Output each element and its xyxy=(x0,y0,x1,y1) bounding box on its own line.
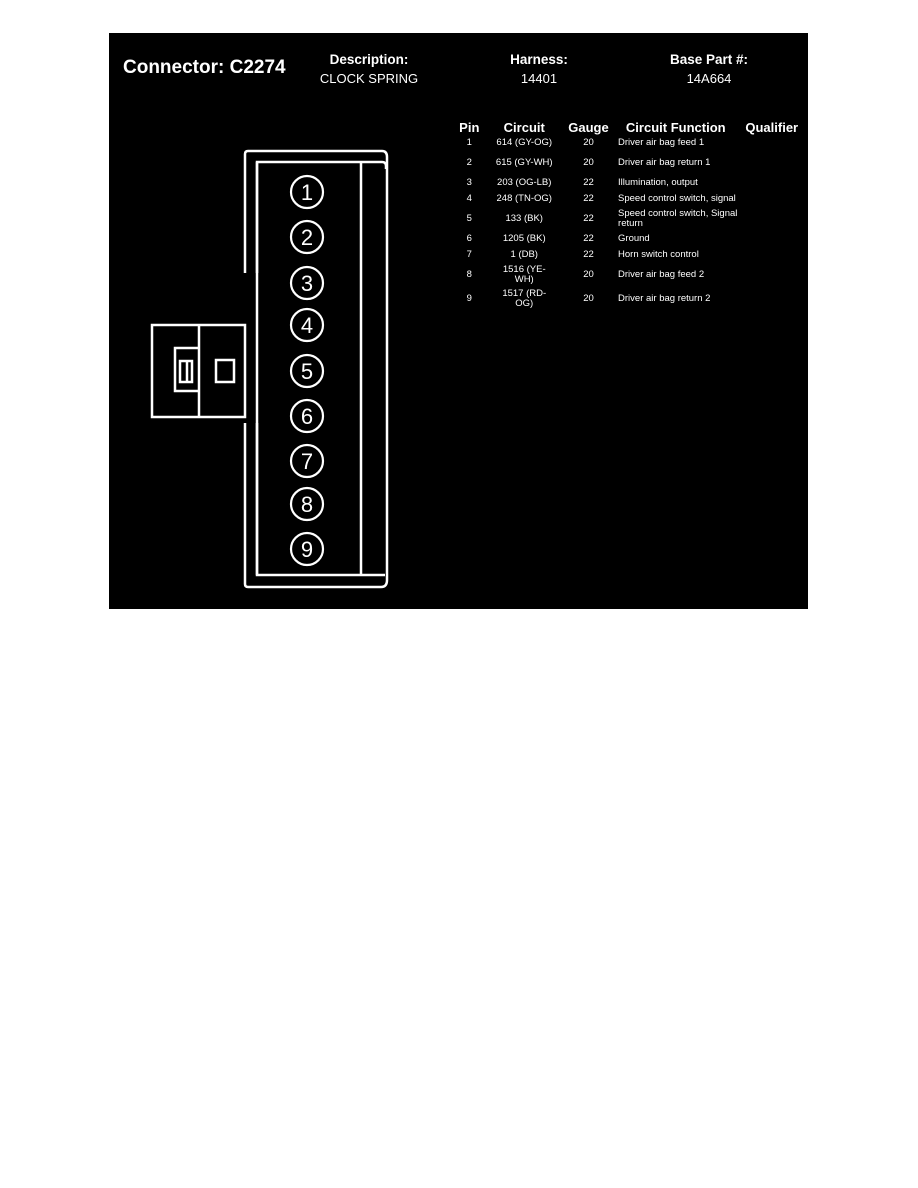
housing-outer-outline xyxy=(243,149,389,589)
pin-label-1: 1 xyxy=(301,180,313,205)
circuit-cell: 1 (DB) xyxy=(510,249,538,260)
function-cell: Speed control switch, Signal return xyxy=(618,208,738,229)
pin-label-8: 8 xyxy=(301,492,313,517)
table-header-row: Pin Circuit Gauge Circuit Function Quali… xyxy=(457,119,802,135)
circuit-cell: 615 (GY-WH) xyxy=(495,157,553,168)
function-cell: Ground xyxy=(618,233,650,244)
pin-circle-9 xyxy=(289,531,325,567)
pin-circle-1 xyxy=(289,174,325,210)
pin-label-3: 3 xyxy=(301,271,313,296)
gauge-cell: 20 xyxy=(583,269,594,280)
function-cell: Driver air bag return 1 xyxy=(618,157,711,168)
base-part-label: Base Part #: xyxy=(669,52,749,67)
pin-cavities xyxy=(289,174,325,567)
pin-cell: 8 xyxy=(466,269,472,280)
table-row: 2 615 (GY-WH) 20 Driver air bag return 1 xyxy=(457,151,802,175)
pin-label-2: 2 xyxy=(301,225,313,250)
description-value: CLOCK SPRING xyxy=(319,71,419,86)
pin-cell: 9 xyxy=(466,293,472,304)
pin-cell: 2 xyxy=(466,157,472,168)
pin-cell: 5 xyxy=(466,213,472,224)
circuit-cell: 203 (OG-LB) xyxy=(497,177,552,188)
table-row: 9 1517 (RD-OG) 20 Driver air bag return … xyxy=(457,287,802,311)
circuit-cell: 1516 (YE-WH) xyxy=(502,264,546,285)
connector-title: Connector: C2274 xyxy=(123,57,286,78)
pin-label-4: 4 xyxy=(301,313,313,338)
circuit-cell: 614 (GY-OG) xyxy=(496,137,553,148)
pin-label-5: 5 xyxy=(301,359,313,384)
gauge-cell: 22 xyxy=(583,233,594,244)
pin-circle-4 xyxy=(289,307,325,343)
pin-label-9: 9 xyxy=(301,537,313,562)
pin-circle-7 xyxy=(289,443,325,479)
gauge-cell: 22 xyxy=(583,193,594,204)
function-cell: Driver air bag return 2 xyxy=(618,293,711,304)
pin-circle-5 xyxy=(289,353,325,389)
harness-label: Harness: xyxy=(510,52,568,67)
function-cell: Horn switch control xyxy=(618,249,699,260)
pin-label-7: 7 xyxy=(301,449,313,474)
pin-circle-6 xyxy=(289,398,325,434)
column-header-function: Circuit Function xyxy=(625,119,726,135)
housing-inner-bottom xyxy=(255,423,385,577)
pin-label-6: 6 xyxy=(301,404,313,429)
column-header-qualifier: Qualifier xyxy=(745,119,799,135)
harness-value: 14401 xyxy=(520,71,558,86)
column-header-pin: Pin xyxy=(459,119,480,135)
base-part-value: 14A664 xyxy=(686,71,732,86)
table-row: 6 1205 (BK) 22 Ground xyxy=(457,231,802,247)
latch-slot-right xyxy=(214,358,236,384)
gauge-cell: 20 xyxy=(583,293,594,304)
function-cell: Driver air bag feed 2 xyxy=(618,269,705,280)
pin-cell: 7 xyxy=(466,249,472,260)
pin-labels: 1 2 3 4 5 6 7 8 9 xyxy=(301,180,313,562)
table-row: 5 133 (BK) 22 Speed control switch, Sign… xyxy=(457,207,802,231)
pinout-table: Pin Circuit Gauge Circuit Function Quali… xyxy=(457,119,802,311)
table-row: 3 203 (OG-LB) 22 Illumination, output xyxy=(457,175,802,191)
gauge-cell: 20 xyxy=(583,137,594,148)
pin-circle-3 xyxy=(289,265,325,301)
circuit-cell: 1205 (BK) xyxy=(502,233,546,244)
function-cell: Illumination, output xyxy=(618,177,698,188)
gauge-cell: 22 xyxy=(583,177,594,188)
function-cell: Speed control switch, signal xyxy=(618,193,736,204)
connector-panel: Connector: C2274 Description: CLOCK SPRI… xyxy=(109,33,808,609)
pin-circle-2 xyxy=(289,219,325,255)
description-label: Description: xyxy=(329,52,409,67)
table-row: 1 614 (GY-OG) 20 Driver air bag feed 1 xyxy=(457,135,802,151)
circuit-cell: 133 (BK) xyxy=(505,213,543,224)
gauge-cell: 22 xyxy=(583,213,594,224)
pin-circle-8 xyxy=(289,486,325,522)
connector-face-diagram: 1 2 3 4 5 6 7 8 9 xyxy=(150,149,389,589)
function-cell: Driver air bag feed 1 xyxy=(618,137,705,148)
housing-inner-outline xyxy=(255,160,388,273)
column-header-circuit: Circuit xyxy=(503,119,545,135)
pin-cell: 1 xyxy=(466,137,472,148)
table-row: 7 1 (DB) 22 Horn switch control xyxy=(457,247,802,263)
pin-cell: 3 xyxy=(466,177,472,188)
pin-cell: 6 xyxy=(466,233,472,244)
latch-bracket xyxy=(173,346,199,393)
column-header-gauge: Gauge xyxy=(568,119,609,135)
table-row: 8 1516 (YE-WH) 20 Driver air bag feed 2 xyxy=(457,263,802,287)
table-row: 4 248 (TN-OG) 22 Speed control switch, s… xyxy=(457,191,802,207)
circuit-cell: 248 (TN-OG) xyxy=(496,193,552,204)
gauge-cell: 20 xyxy=(583,157,594,168)
circuit-cell: 1517 (RD-OG) xyxy=(502,288,547,309)
pin-cell: 4 xyxy=(466,193,472,204)
gauge-cell: 22 xyxy=(583,249,594,260)
